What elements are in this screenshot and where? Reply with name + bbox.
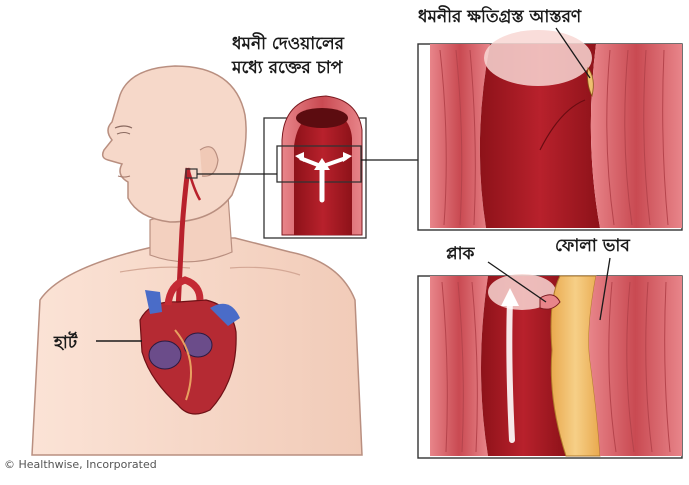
heart-label: হার্ট [54, 330, 77, 358]
artery-wall-pressure-line-2: মধ্যে রক্তের চাপ [232, 56, 344, 80]
artery-wall-pressure-line-1: ধমনী দেওয়ালের [232, 32, 344, 56]
damaged-lining-panel [418, 30, 682, 230]
plaque-label: প্লাক [446, 241, 474, 269]
swelling-label: ফোলা ভাব [555, 233, 630, 261]
copyright-credit: © Healthwise, Incorporated [4, 458, 157, 471]
artery-section-panel [264, 96, 366, 238]
plaque-panel [418, 274, 682, 458]
artery-wall-pressure-label: ধমনী দেওয়ালের মধ্যে রক্তের চাপ [232, 32, 344, 80]
damaged-lining-label: ধমনীর ক্ষতিগ্রস্ত আস্তরণ [418, 4, 581, 32]
